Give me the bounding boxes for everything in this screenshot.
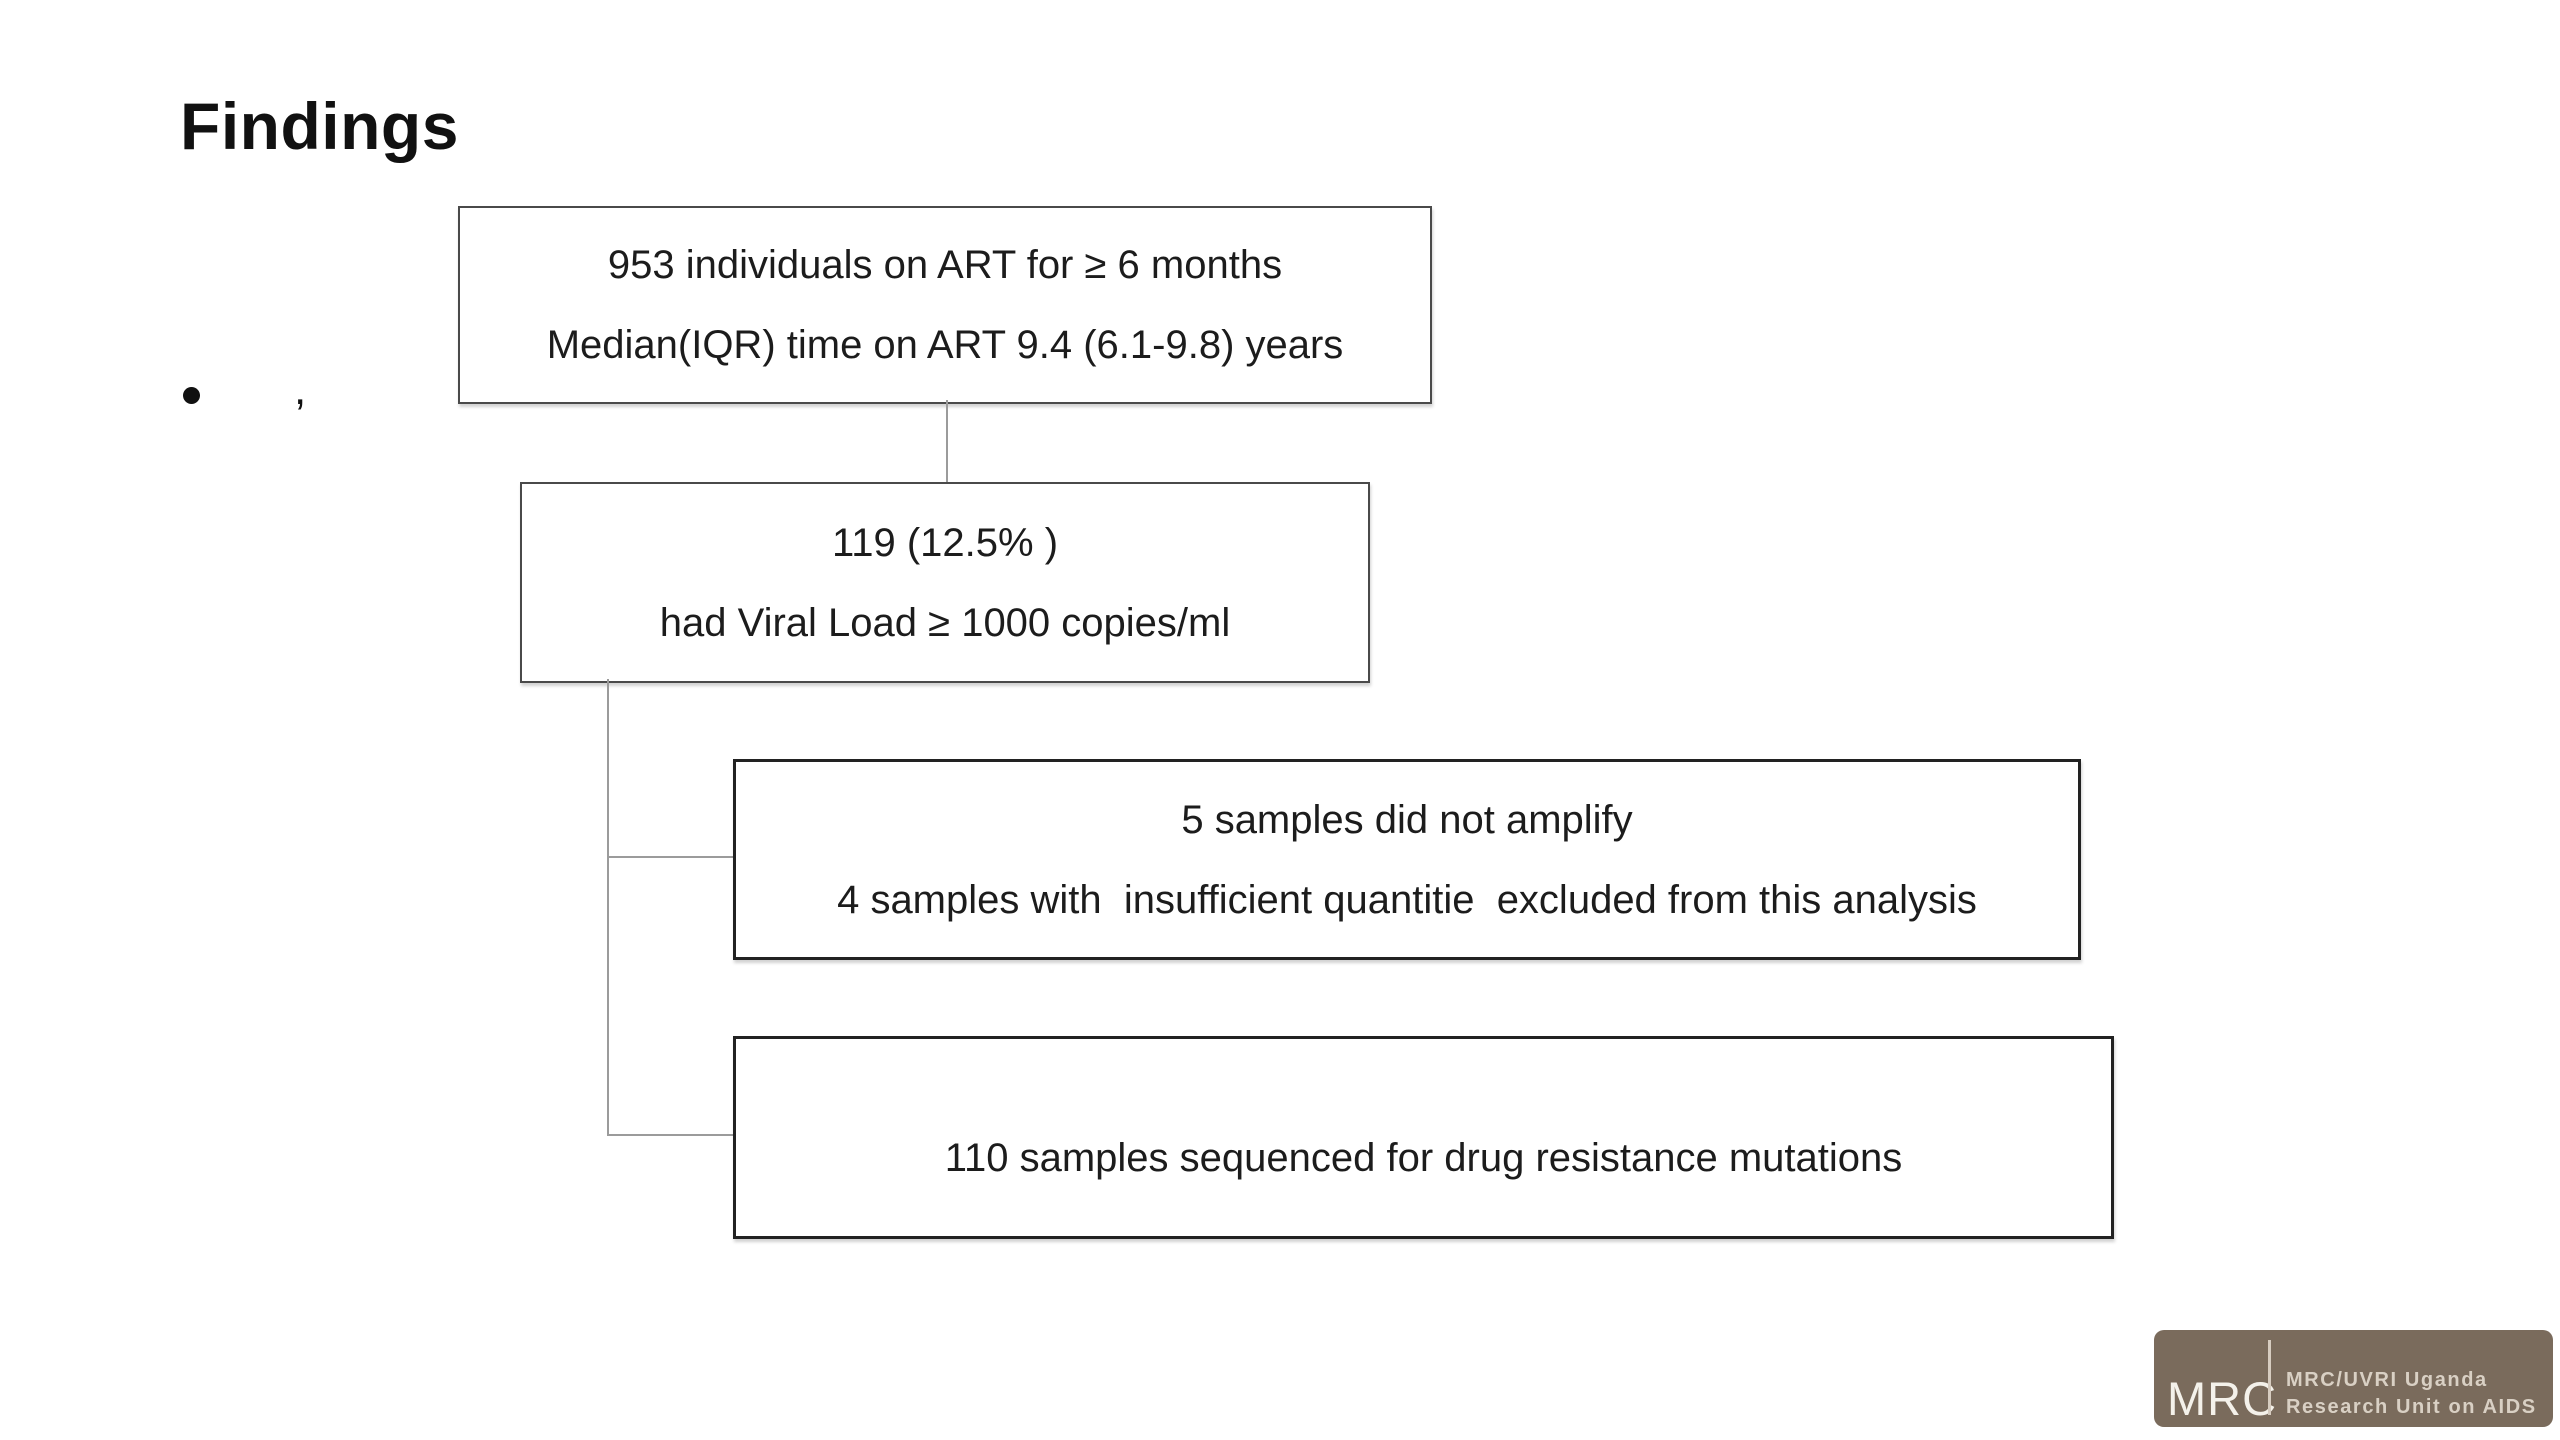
connector-branch-excluded — [607, 856, 735, 858]
flow-box-viral-load-line2: had Viral Load ≥ 1000 copies/ml — [659, 600, 1231, 645]
bullet-icon — [183, 387, 200, 404]
bullet-text: , — [294, 365, 307, 414]
mrc-logo-org-line2: Research Unit on AIDS — [2286, 1396, 2537, 1418]
page-title: Findings — [180, 89, 459, 163]
flow-box-excluded-line2: 4 samples with insufficient quantitie ex… — [837, 877, 1977, 922]
flow-box-excluded-line1: 5 samples did not amplify — [1181, 797, 1633, 842]
flow-box-viral-load: 119 (12.5% ) had Viral Load ≥ 1000 copie… — [520, 482, 1370, 683]
flow-box-viral-load-line1: 119 (12.5% ) — [831, 520, 1059, 565]
mrc-logo-org-name: MRC/UVRI Uganda Research Unit on AIDS — [2286, 1367, 2537, 1421]
flow-box-cohort: 953 individuals on ART for ≥ 6 months Me… — [458, 206, 1432, 404]
flow-box-cohort-line1: 953 individuals on ART for ≥ 6 months — [607, 243, 1283, 287]
connector-box1-box2 — [946, 400, 948, 484]
mrc-logo-org-line1: MRC/UVRI Uganda — [2286, 1369, 2488, 1391]
flow-box-excluded: 5 samples did not amplify 4 samples with… — [733, 759, 2081, 960]
connector-branch-sequenced — [607, 1134, 735, 1136]
flow-box-sequenced-line1: 110 samples sequenced for drug resistanc… — [944, 1135, 1903, 1180]
logo-divider — [2268, 1340, 2271, 1415]
connector-vertical-trunk — [607, 679, 609, 1136]
mrc-logo-abbr: MRC — [2167, 1372, 2278, 1425]
flow-box-cohort-line2: Median(IQR) time on ART 9.4 (6.1-9.8) ye… — [546, 323, 1344, 367]
mrc-logo: MRC MRC/UVRI Uganda Research Unit on AID… — [2154, 1330, 2553, 1427]
flow-box-sequenced: 110 samples sequenced for drug resistanc… — [733, 1036, 2114, 1239]
